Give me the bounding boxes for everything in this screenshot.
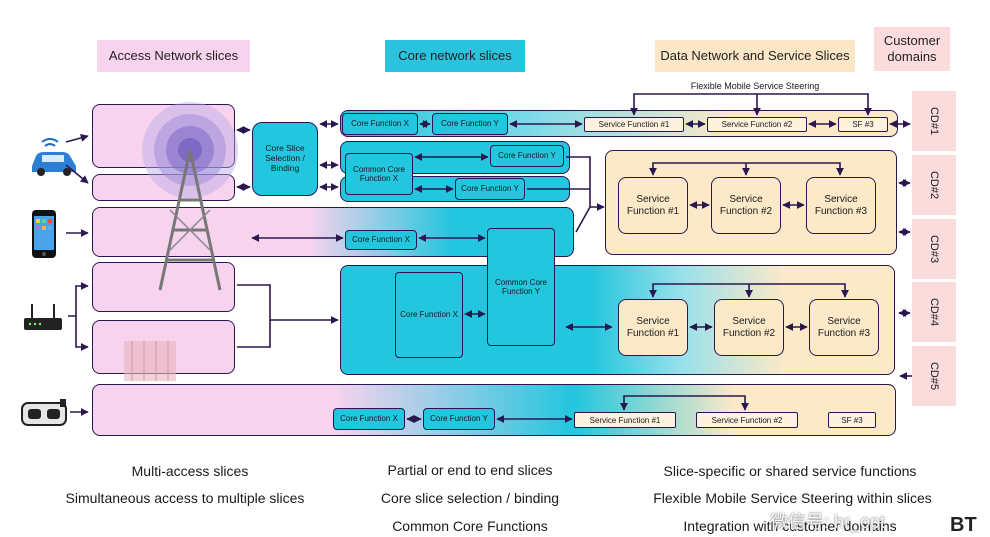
core-function-x-vr: Core Function X — [333, 408, 405, 430]
core-function-y-3: Core Function Y — [455, 178, 525, 200]
data-bullet-3: Integration with customer domains — [683, 518, 897, 534]
smartphone-icon — [32, 210, 56, 258]
core-bullet-1: Partial or end to end slices — [387, 462, 553, 478]
core-function-x-1: Core Function X — [342, 113, 418, 135]
customer-domain-cd3: CD#3 — [912, 219, 956, 279]
data-service-slices-header: Data Network and Service Slices — [655, 40, 855, 72]
core-function-x-phone: Core Function X — [345, 230, 417, 250]
data-bullet-1: Slice-specific or shared service functio… — [663, 463, 917, 479]
service-function-1-chain-bottom: Service Function #1 — [574, 412, 676, 428]
core-bullet-3: Common Core Functions — [392, 518, 548, 534]
service-function-2-cd2: Service Function #2 — [711, 177, 781, 234]
access-point-graphic — [124, 341, 176, 381]
flexible-steering-label: Flexible Mobile Service Steering — [690, 81, 820, 91]
service-function-1-chain-top: Service Function #1 — [584, 117, 684, 132]
common-core-function-y: Common Core Function Y — [487, 228, 555, 346]
sf-3-chain-top: SF #3 — [838, 117, 888, 132]
core-function-y-vr: Core Function Y — [423, 408, 495, 430]
customer-domains-header: Customer domains — [874, 27, 950, 71]
access-slices-header: Access Network slices — [97, 40, 250, 72]
core-function-y-1: Core Function Y — [432, 113, 508, 135]
wifi-router-icon — [24, 304, 62, 330]
wechat-watermark: 微信号: hr_opt — [770, 512, 886, 532]
customer-domain-cd4: CD#4 — [912, 282, 956, 342]
service-function-1-cd4: Service Function #1 — [618, 299, 688, 356]
connected-car-icon — [32, 138, 76, 176]
service-function-2-chain-top: Service Function #2 — [707, 117, 807, 132]
customer-domain-cd2: CD#2 — [912, 155, 956, 215]
core-slices-header: Core network slices — [385, 40, 525, 72]
customer-domain-cd5: CD#5 — [912, 346, 956, 406]
cell-tower-icon — [142, 102, 238, 291]
service-function-2-chain-bottom: Service Function #2 — [696, 412, 798, 428]
customer-domain-cd1: CD#1 — [912, 91, 956, 151]
data-bullet-2: Flexible Mobile Service Steering within … — [653, 490, 932, 506]
core-slice-selection-binding: Core Slice Selection / Binding — [252, 122, 318, 196]
access-bullet-1: Multi-access slices — [131, 463, 249, 479]
common-core-function-x: Common Core Function X — [345, 153, 413, 195]
sf-3-chain-bottom: SF #3 — [828, 412, 876, 428]
service-function-1-cd2: Service Function #1 — [618, 177, 688, 234]
vr-headset-icon — [21, 399, 67, 426]
service-function-3-cd4: Service Function #3 — [809, 299, 879, 356]
service-function-2-cd4: Service Function #2 — [714, 299, 784, 356]
service-function-3-cd2: Service Function #3 — [806, 177, 876, 234]
core-function-y-2: Core Function Y — [490, 145, 564, 167]
core-bullet-2: Core slice selection / binding — [380, 490, 560, 506]
core-function-x-large: Core Function X — [395, 272, 463, 358]
access-bullet-2: Simultaneous access to multiple slices — [65, 490, 305, 506]
bt-logo: BT — [950, 514, 977, 536]
